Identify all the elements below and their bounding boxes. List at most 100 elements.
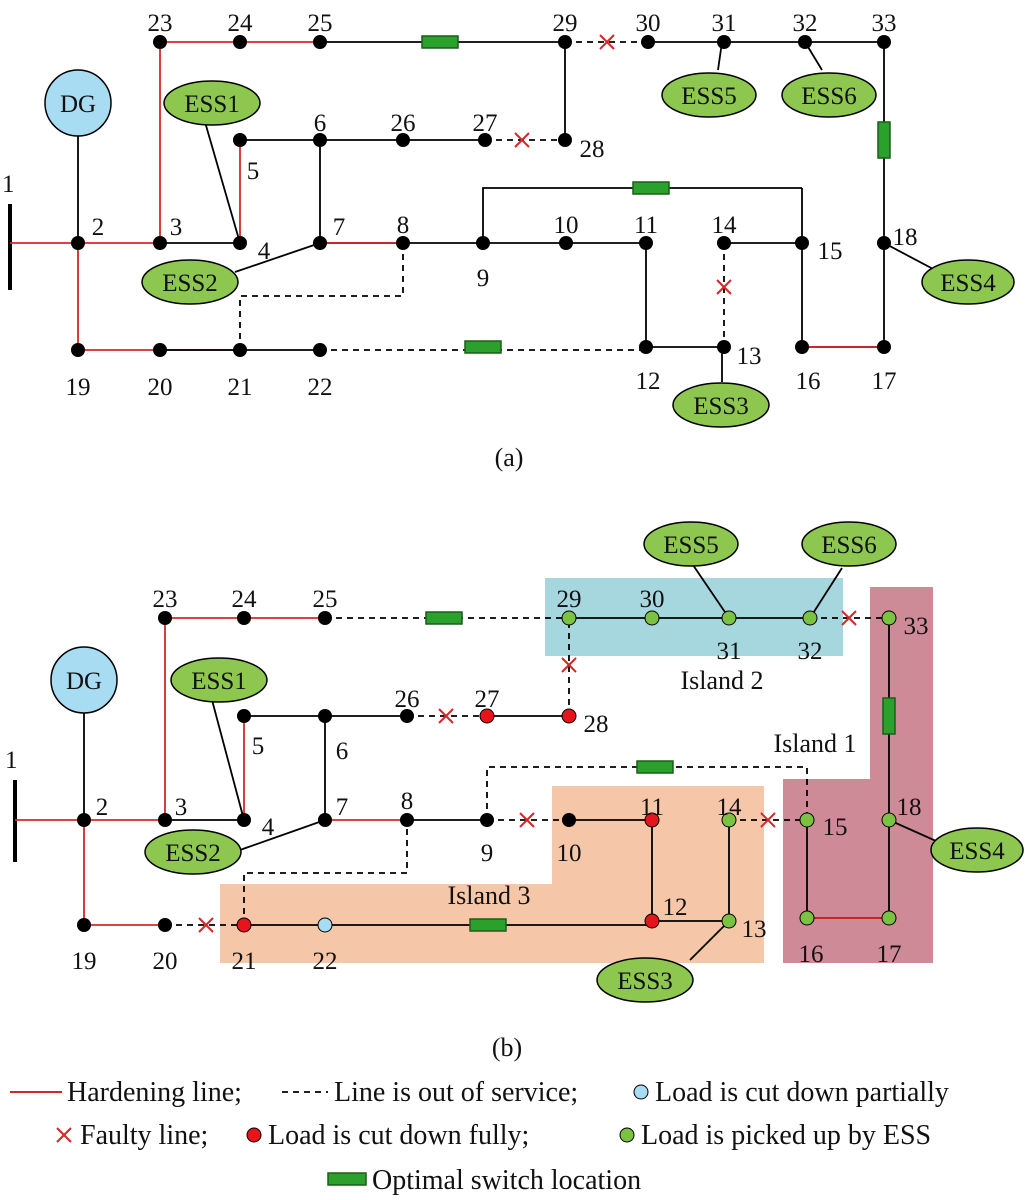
legend-switch: Optimal switch location [372, 1165, 641, 1196]
bus-node [313, 343, 327, 357]
bus-node-label: 8 [401, 788, 414, 815]
bus-node [236, 917, 252, 933]
legend: Hardening line; Line is out of service; … [10, 1077, 949, 1196]
bus-node [639, 236, 653, 250]
fault-mark [514, 132, 530, 148]
switch-icon [636, 760, 674, 774]
bus-node-label: 13 [742, 916, 767, 943]
ess4-b: ESS4 [930, 827, 1024, 873]
svg-text:ESS5: ESS5 [663, 532, 719, 559]
bus-node-label: 2 [96, 794, 109, 821]
bus-node [318, 611, 332, 625]
ess2-b: ESS2 [144, 829, 242, 875]
svg-text:ESS3: ESS3 [617, 968, 673, 995]
bus-node-label: 14 [717, 794, 743, 821]
bus-node-label: 33 [904, 613, 929, 640]
bus-node [795, 236, 809, 250]
bus-node-label: 6 [336, 738, 349, 765]
switch-icon [425, 611, 463, 625]
bus-node-label: 30 [636, 10, 661, 37]
bus-node-label: 17 [872, 368, 897, 395]
bus-node-label: 18 [893, 224, 918, 251]
bus-node [639, 340, 653, 354]
switch-icon [882, 697, 896, 735]
source-bus-label-b: 1 [5, 747, 18, 774]
bus-node [318, 709, 332, 723]
legend-picked: Load is picked up by ESS [641, 1120, 931, 1151]
bus-node-label: 23 [153, 586, 178, 613]
dg-a: DG [44, 69, 112, 137]
svg-text:ESS1: ESS1 [191, 668, 247, 695]
legend-hardening: Hardening line; [67, 1077, 242, 1108]
bus-node-label: 16 [799, 941, 824, 968]
bus-node [71, 236, 85, 250]
bus-node-label: 27 [473, 110, 498, 137]
bus-node [799, 910, 815, 926]
bus-node-label: 29 [553, 10, 578, 37]
panel-a: 1 [2, 10, 1015, 472]
ess3-a: ESS3 [672, 382, 770, 428]
bus-node [717, 35, 731, 49]
bus-node-label: 10 [554, 212, 579, 239]
bus-node [318, 813, 332, 827]
bus-node-label: 21 [232, 948, 257, 975]
bus-node [317, 917, 333, 933]
bus-node-label: 20 [153, 948, 178, 975]
bus-node-label: 4 [258, 238, 271, 265]
bus-node-label: 26 [391, 110, 416, 137]
bus-node [400, 709, 414, 723]
bus-node [153, 236, 167, 250]
bus-node [717, 340, 731, 354]
bus-node-label: 11 [640, 794, 664, 821]
switch-icon [469, 918, 507, 932]
bus-node-label: 12 [663, 894, 688, 921]
bus-node-label: 19 [72, 948, 97, 975]
bus-node-label: 22 [308, 374, 333, 401]
bus-node [233, 343, 247, 357]
bus-node [400, 813, 414, 827]
bus-node-label: 30 [640, 586, 665, 613]
svg-text:ESS1: ESS1 [184, 91, 240, 118]
bus-node [799, 812, 815, 828]
bus-node-label: 3 [170, 214, 183, 241]
bus-node [153, 343, 167, 357]
bus-node [396, 236, 410, 250]
bus-node [313, 133, 327, 147]
bus-node [476, 236, 490, 250]
bus-node-label: 25 [308, 10, 333, 37]
svg-text:ESS2: ESS2 [162, 270, 218, 297]
island-3-region [220, 786, 764, 963]
bus-node [77, 813, 91, 827]
bus-node [877, 35, 891, 49]
svg-text:DG: DG [66, 668, 102, 695]
bus-node-label: 10 [557, 840, 582, 867]
bus-node [881, 812, 897, 828]
bus-node-label: 12 [636, 368, 661, 395]
bus-node-label: 9 [477, 265, 490, 292]
bus-node-label: 8 [397, 212, 410, 239]
ess6-b: ESS6 [801, 521, 897, 567]
bus-node [233, 236, 247, 250]
bus-node [233, 35, 247, 49]
bus-node-label: 26 [395, 686, 420, 713]
bus-node-label: 3 [175, 794, 188, 821]
components-a: DG ESS1 ESS2 ESS3 ESS4 ESS5 [44, 69, 1015, 428]
source-bus-label-a: 1 [2, 171, 15, 198]
bus-node [644, 913, 660, 929]
bus-node [158, 611, 172, 625]
ess2-a: ESS2 [141, 259, 239, 305]
ess4-a: ESS4 [921, 259, 1015, 305]
switch-icon [877, 121, 891, 159]
ess6-a: ESS6 [781, 72, 877, 118]
svg-text:ESS2: ESS2 [165, 840, 221, 867]
bus-node [153, 35, 167, 49]
bus-node-label: 5 [252, 733, 265, 760]
dg-b: DG [50, 646, 118, 714]
ess5-a: ESS5 [661, 72, 757, 118]
bus-node [877, 236, 891, 250]
bus-node-label: 22 [313, 948, 338, 975]
bus-node [802, 610, 818, 626]
ess5-b: ESS5 [643, 521, 739, 567]
